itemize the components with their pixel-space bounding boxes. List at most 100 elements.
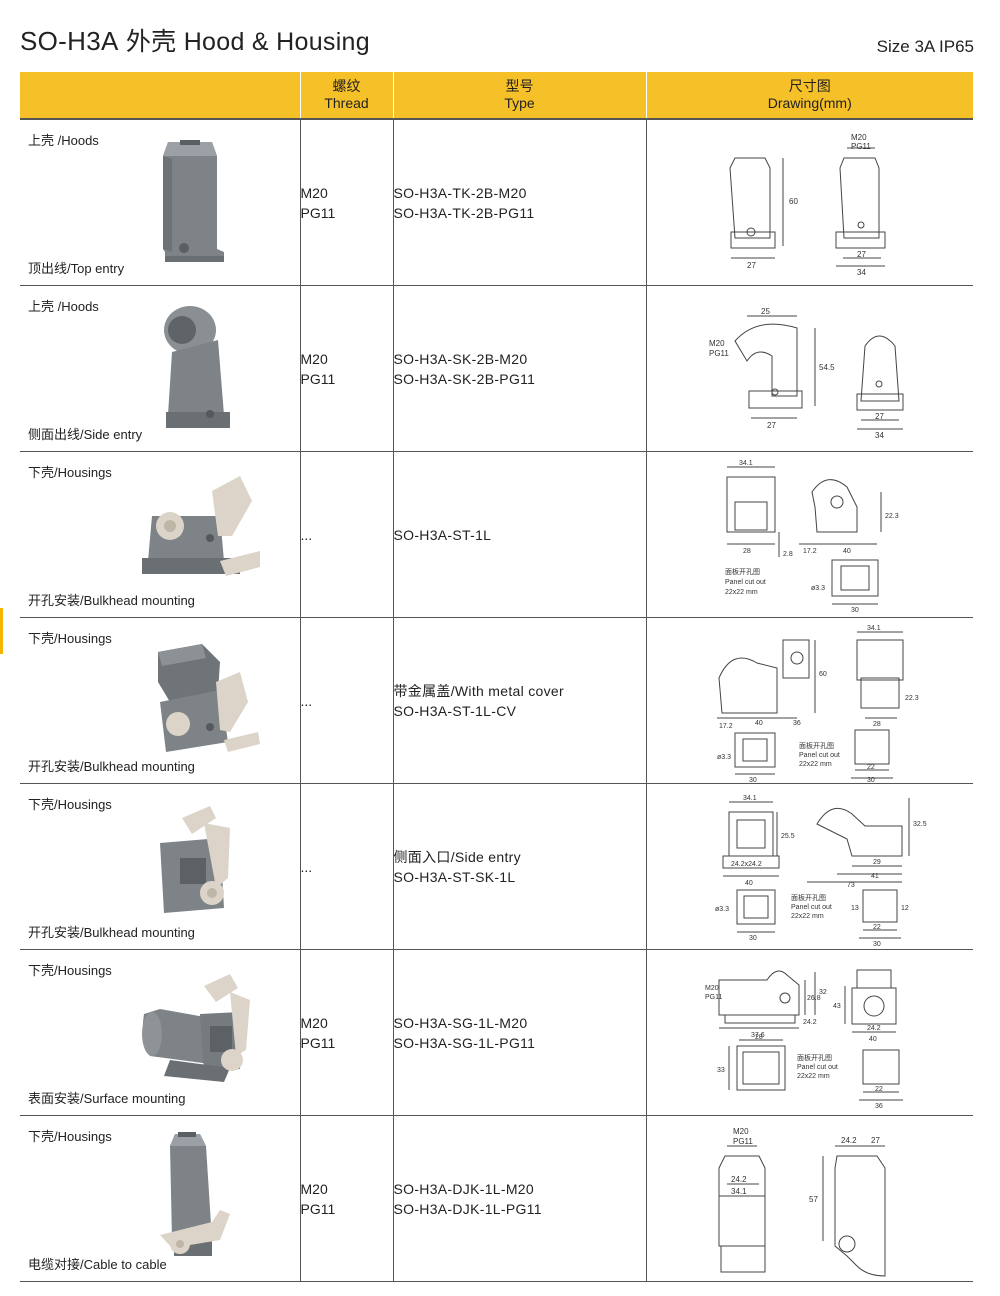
dim-label: ø3.3 [717, 754, 731, 761]
dim-label: 54.5 [819, 363, 835, 372]
dim-label: 30 [867, 777, 875, 783]
category-label: 下壳/Housings [28, 797, 112, 812]
side-tab-marker [0, 608, 3, 654]
dim-label: 28 [755, 1034, 763, 1041]
housing-metal-cover-image [158, 644, 260, 752]
thread-cell: ... [299, 783, 393, 950]
dim-label: 13 [851, 905, 859, 912]
dim-label: 40 [755, 720, 763, 727]
dim-label: 33 [717, 1067, 725, 1074]
dim-label: M20 [705, 985, 719, 992]
dimension-drawing: 60 27 M20 PG11 27 34 [728, 133, 885, 277]
hood-side-entry-image [164, 306, 230, 428]
dim-label: 28 [743, 548, 751, 555]
housing-side-entry-image [160, 806, 230, 913]
drawing-cell: 34.1 60 17.2 40 36 28 22.3 ø3.3 面板开孔图 Pa… [645, 617, 973, 784]
type-cell: SO-H3A-TK-2B-M20 SO-H3A-TK-2B-PG11 [392, 118, 646, 286]
dimension-drawing: 34.1 60 17.2 40 36 28 22.3 ø3.3 面板开孔图 Pa… [716, 625, 919, 783]
dim-label: 36 [875, 1103, 883, 1110]
product-cell: 下壳/Housings 开孔安装/Bulkhead mounting [20, 617, 300, 784]
dim-label: 36 [793, 720, 801, 727]
product-cell: 下壳/Housings 表面安装/Surface mounting [20, 949, 300, 1116]
page-title: SO-H3A 外壳 Hood & Housing [20, 22, 370, 58]
housing-bulkhead-image [142, 476, 260, 576]
type-cell: SO-H3A-ST-1L [392, 451, 646, 618]
thread-cell: M20 PG11 [299, 949, 393, 1116]
dim-label: 面板开孔图 [791, 893, 826, 902]
dim-label: 27 [875, 412, 884, 421]
spec-table: 螺纹 Thread 型号 Type 尺寸图 Drawing(mm) 上壳 /Ho… [20, 72, 973, 1282]
dim-label: 24.2 [803, 1019, 817, 1026]
category-label: 下壳/Housings [28, 1129, 112, 1144]
category-label: 上壳 /Hoods [28, 299, 99, 314]
dim-label: 22x22 mm [791, 913, 824, 920]
dim-label: 34.1 [743, 795, 757, 802]
dim-label: 17.2 [719, 723, 733, 730]
table-header-row: 螺纹 Thread 型号 Type 尺寸图 Drawing(mm) [20, 72, 973, 119]
dim-label: ø3.3 [811, 585, 825, 592]
entry-type-label: 开孔安装/Bulkhead mounting [28, 925, 195, 940]
dimension-drawing: M20 PG11 37.6 24.2 26.8 32 43 24.2 40 28… [705, 969, 903, 1110]
dim-label: 30 [851, 607, 859, 614]
dim-label: 22x22 mm [799, 761, 832, 768]
drawing-cell: 60 27 M20 PG11 27 34 [645, 118, 973, 286]
dim-label: Panel cut out [725, 579, 766, 586]
entry-type-label: 开孔安装/Bulkhead mounting [28, 593, 195, 608]
dim-label: 32.5 [913, 821, 927, 828]
table-row: 上壳 /Hoods 侧面出线/Side entry M20 PG11 SO-H3… [20, 285, 973, 452]
dim-label: 24.2 [841, 1136, 857, 1145]
dim-label: 40 [843, 548, 851, 555]
entry-type-label: 开孔安装/Bulkhead mounting [28, 759, 195, 774]
dim-label: Panel cut out [791, 904, 832, 911]
table-row: 下壳/Housings 开孔安装/Bulkhead mounting ... 带… [20, 617, 973, 784]
product-cell: 上壳 /Hoods 侧面出线/Side entry [20, 285, 300, 452]
dim-label: 26.8 [807, 995, 821, 1002]
dim-label: 57 [809, 1195, 818, 1204]
dim-label: M20 [709, 339, 725, 348]
dim-label: 25.5 [781, 833, 795, 840]
dim-label: 34.1 [731, 1187, 747, 1196]
header-thread: 螺纹 Thread [299, 72, 393, 119]
entry-type-label: 顶出线/Top entry [28, 261, 125, 276]
entry-type-label: 表面安装/Surface mounting [28, 1091, 186, 1106]
dim-label: 22.3 [885, 513, 899, 520]
thread-cell: ... [299, 617, 393, 784]
dim-label: 60 [789, 197, 798, 206]
type-cell: 带金属盖/With metal cover SO-H3A-ST-1L-CV [392, 617, 646, 784]
dim-label: 22 [875, 1086, 883, 1093]
dim-label: M20 [851, 133, 867, 142]
dim-label: 2.8 [783, 551, 793, 558]
dim-label: 22.3 [905, 695, 919, 702]
category-label: 上壳 /Hoods [28, 133, 99, 148]
dim-label: 28 [873, 721, 881, 728]
dim-label: 24.2 [867, 1025, 881, 1032]
header-image [20, 72, 300, 119]
hood-top-entry-image [163, 140, 224, 262]
dim-label: 29 [873, 859, 881, 866]
entry-type-label: 侧面出线/Side entry [28, 427, 143, 442]
dim-label: 27 [767, 421, 776, 430]
dim-label: Panel cut out [799, 752, 840, 759]
category-label: 下壳/Housings [28, 631, 112, 646]
dim-label: 12 [901, 905, 909, 912]
dim-label: 60 [819, 671, 827, 678]
dim-label: 32 [819, 989, 827, 996]
dim-label: 43 [833, 1003, 841, 1010]
category-label: 下壳/Housings [28, 465, 112, 480]
table-row: 下壳/Housings 表面安装/Surface mounting M20 PG… [20, 949, 973, 1116]
header-drawing: 尺寸图 Drawing(mm) [645, 72, 973, 119]
dim-label: 30 [749, 777, 757, 783]
dim-label: 22x22 mm [797, 1073, 830, 1080]
drawing-cell: M20 PG11 24.2 34.1 24.2 27 57 [645, 1115, 973, 1282]
dim-label: PG11 [705, 994, 722, 1001]
dim-label: Panel cut out [797, 1064, 838, 1071]
table-row: 下壳/Housings 开孔安装/Bulkhead mounting ... S… [20, 451, 973, 618]
dim-label: PG11 [733, 1137, 753, 1146]
dim-label: 41 [871, 873, 879, 880]
dim-label: 面板开孔图 [799, 741, 834, 750]
dim-label: 40 [869, 1036, 877, 1043]
dim-label: 73 [847, 882, 855, 889]
dim-label: 30 [873, 941, 881, 948]
drawing-cell: 34.1 25.5 24.2x24.2 40 32.5 29 41 73 面板开… [645, 783, 973, 950]
dim-label: 17.2 [803, 548, 817, 555]
